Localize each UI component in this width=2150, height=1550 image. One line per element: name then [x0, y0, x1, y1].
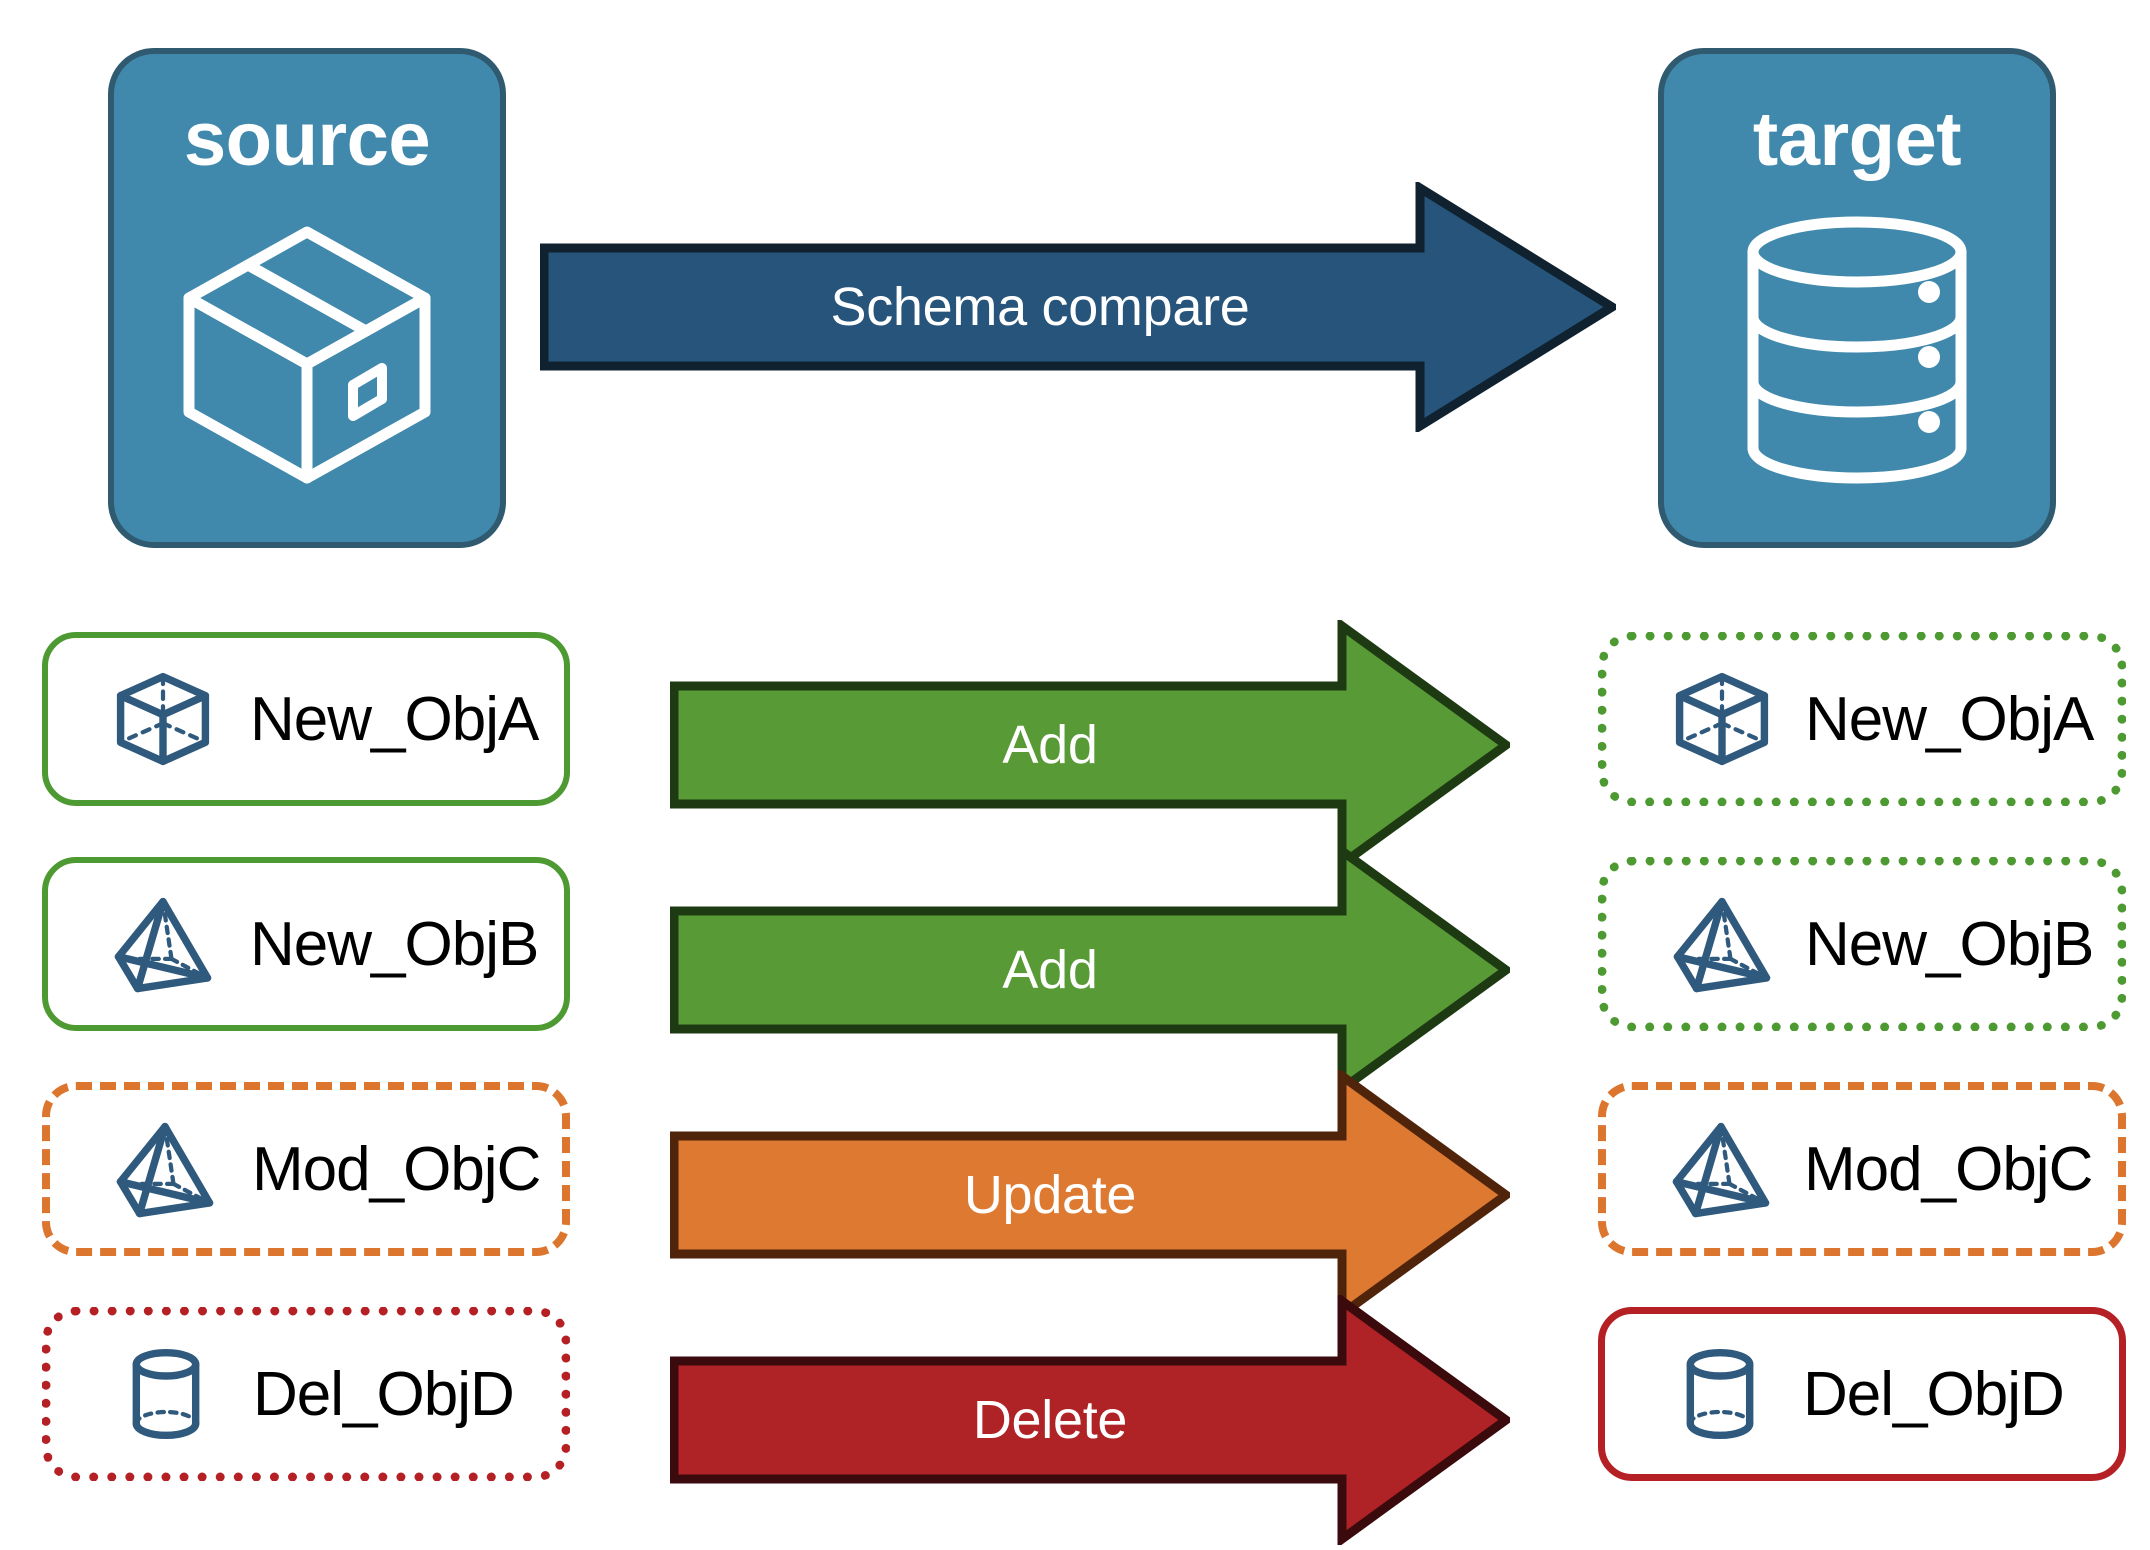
source-object-card-3[interactable]: Del_ObjD: [42, 1307, 570, 1481]
source-title: source: [183, 97, 431, 182]
source-endpoint-card[interactable]: source: [108, 48, 506, 548]
source-object-card-2[interactable]: Mod_ObjC: [42, 1082, 570, 1256]
wireframe-pyramid-icon: [114, 897, 212, 993]
source-object-card-1[interactable]: New_ObjB: [42, 857, 570, 1031]
target-object-label-0: New_ObjA: [1805, 684, 2094, 754]
action-arrow-update-2[interactable]: [670, 1070, 1510, 1320]
action-arrow-delete-3[interactable]: [670, 1295, 1510, 1545]
source-object-card-0[interactable]: New_ObjA: [42, 632, 570, 806]
target-object-card-2[interactable]: Mod_ObjC: [1598, 1082, 2126, 1256]
target-object-card-0[interactable]: New_ObjA: [1598, 632, 2126, 806]
wireframe-cylinder-icon: [132, 1348, 200, 1440]
target-title: target: [1752, 97, 1962, 182]
wireframe-cube-icon: [1675, 672, 1769, 766]
package-box-icon: [183, 226, 431, 484]
wireframe-pyramid-icon: [1672, 1122, 1770, 1218]
wireframe-cylinder-icon: [1686, 1348, 1754, 1440]
target-object-label-1: New_ObjB: [1805, 909, 2094, 979]
wireframe-pyramid-icon: [116, 1122, 214, 1218]
target-object-card-1[interactable]: New_ObjB: [1598, 857, 2126, 1031]
target-object-label-3: Del_ObjD: [1803, 1359, 2065, 1429]
source-object-label-0: New_ObjA: [250, 684, 539, 754]
database-cylinder-icon: [1747, 216, 1967, 484]
target-endpoint-card[interactable]: target: [1658, 48, 2056, 548]
action-arrow-add-1[interactable]: [670, 845, 1510, 1095]
target-object-label-2: Mod_ObjC: [1804, 1134, 2093, 1204]
source-object-label-1: New_ObjB: [250, 909, 539, 979]
source-object-label-2: Mod_ObjC: [252, 1134, 541, 1204]
action-arrow-add-0[interactable]: [670, 620, 1510, 870]
target-object-card-3[interactable]: Del_ObjD: [1598, 1307, 2126, 1481]
source-object-label-3: Del_ObjD: [253, 1359, 515, 1429]
wireframe-pyramid-icon: [1673, 897, 1771, 993]
schema-compare-arrow[interactable]: [540, 182, 1616, 432]
wireframe-cube-icon: [116, 672, 210, 766]
